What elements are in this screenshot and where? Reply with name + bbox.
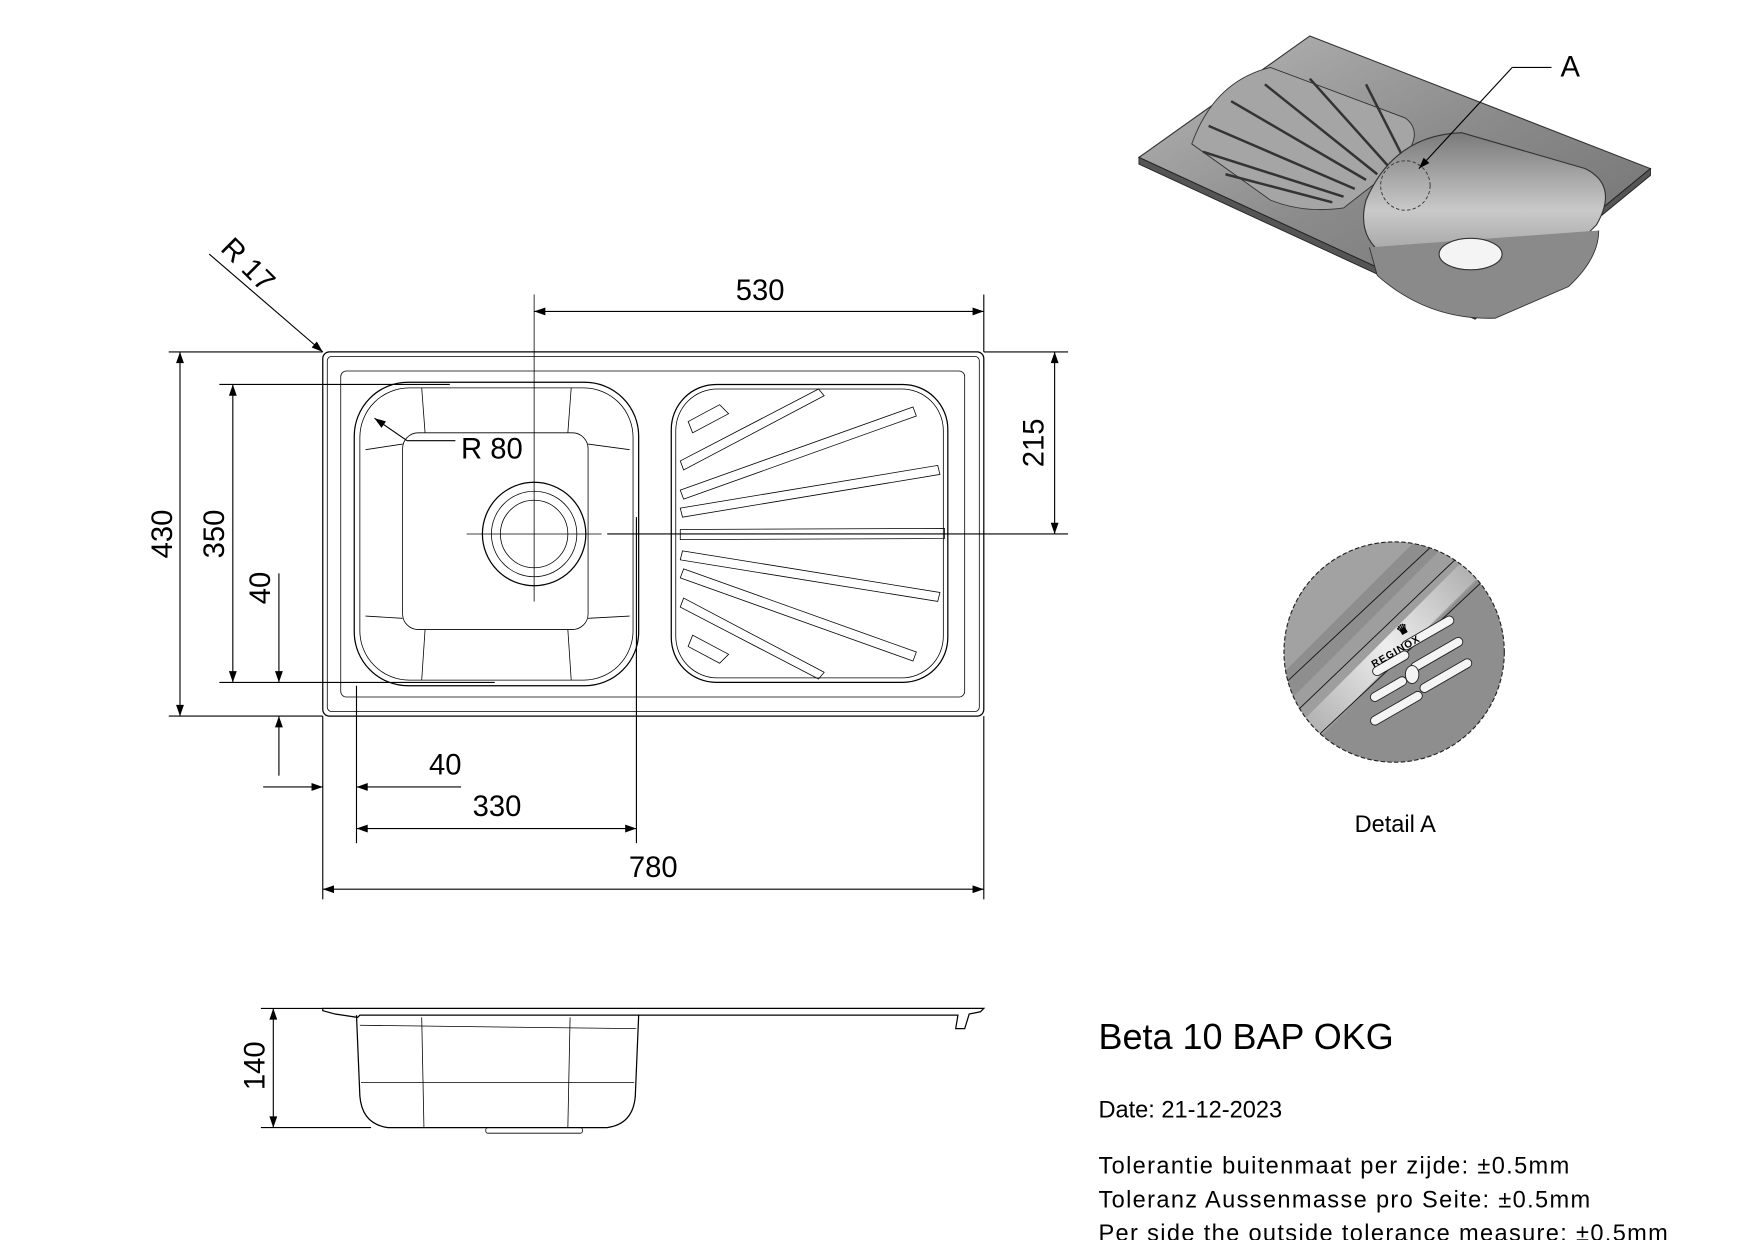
dim-330: 330 bbox=[473, 791, 522, 823]
dim-215: 215 bbox=[1018, 419, 1050, 468]
drainboard-grooves bbox=[679, 388, 945, 680]
detail-caption: Detail A bbox=[1355, 812, 1437, 838]
title-block: Beta 10 BAP OKG Date: 21-12-2023 Toleran… bbox=[1098, 1016, 1669, 1240]
dim-430: 430 bbox=[147, 510, 179, 559]
detail-a: REGINOX ♛ Detail A bbox=[1283, 541, 1505, 838]
dim-r17: R 17 bbox=[214, 232, 280, 298]
dim-530: 530 bbox=[736, 275, 785, 307]
dim-40-horizontal: 40 bbox=[429, 750, 462, 782]
dim-140: 140 bbox=[239, 1041, 271, 1090]
detail-marker-a: A bbox=[1561, 51, 1581, 83]
tolerance-nl: Tolerantie buitenmaat per zijde: ±0.5mm bbox=[1098, 1154, 1570, 1180]
drawing-date: Date: 21-12-2023 bbox=[1098, 1097, 1282, 1123]
tolerance-en: Per side the outside tolerance measure: … bbox=[1098, 1221, 1669, 1240]
dim-r80: R 80 bbox=[461, 434, 523, 466]
dim-40-vertical: 40 bbox=[245, 572, 277, 605]
top-view: 530 215 430 350 40 40 330 780 bbox=[147, 232, 1069, 900]
dim-780: 780 bbox=[629, 852, 678, 884]
dim-350: 350 bbox=[199, 510, 231, 559]
isometric-view: A bbox=[1137, 35, 1652, 320]
tolerance-de: Toleranz Aussenmasse pro Seite: ±0.5mm bbox=[1098, 1187, 1591, 1213]
side-view: 140 bbox=[239, 1007, 986, 1134]
product-title: Beta 10 BAP OKG bbox=[1098, 1016, 1393, 1057]
